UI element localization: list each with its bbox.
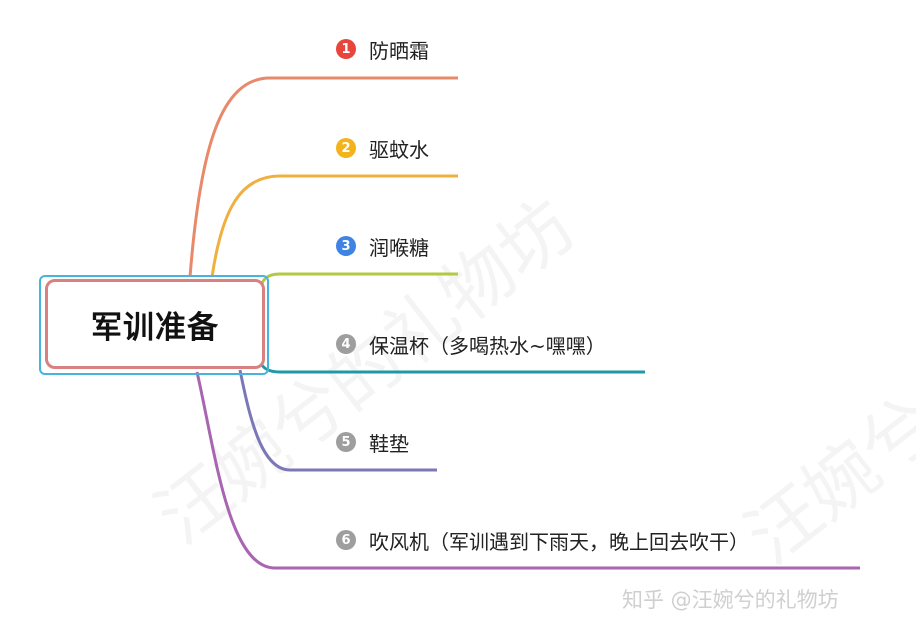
number-badge-icon: 6 <box>336 530 356 550</box>
branch-label: 防晒霜 <box>369 38 429 63</box>
branch-label: 吹风机（军训遇到下雨天，晚上回去吹干） <box>369 529 749 554</box>
number-badge-icon: 1 <box>336 39 356 59</box>
branch-label: 润喉糖 <box>369 235 429 260</box>
root-node-frame <box>39 275 269 375</box>
branch-4[interactable]: 4 保温杯（多喝热水~嘿嘿） <box>336 332 606 358</box>
number-badge-icon: 3 <box>336 236 356 256</box>
branch-5[interactable]: 5 鞋垫 <box>336 430 409 456</box>
zhihu-credit: 知乎 @汪婉兮的礼物坊 <box>622 588 839 612</box>
connector-1 <box>188 76 458 278</box>
branch-6[interactable]: 6 吹风机（军训遇到下雨天，晚上回去吹干） <box>336 528 749 554</box>
connector-6 <box>195 371 860 570</box>
connector-5 <box>238 369 437 472</box>
number-badge-icon: 2 <box>336 138 356 158</box>
branch-label: 驱蚊水 <box>369 137 429 162</box>
root-title: 军训准备 <box>91 309 219 346</box>
branch-label: 鞋垫 <box>369 431 409 456</box>
connector-4 <box>258 361 645 374</box>
number-badge-icon: 5 <box>336 432 356 452</box>
root-node[interactable]: 军训准备 <box>45 279 265 369</box>
branch-3[interactable]: 3 润喉糖 <box>336 234 429 260</box>
connector-3 <box>258 272 458 291</box>
connector-2 <box>210 174 458 278</box>
branch-label: 保温杯（多喝热水~嘿嘿） <box>369 333 606 358</box>
branch-1[interactable]: 1 防晒霜 <box>336 37 429 63</box>
number-badge-icon: 4 <box>336 334 356 354</box>
branch-2[interactable]: 2 驱蚊水 <box>336 136 429 162</box>
